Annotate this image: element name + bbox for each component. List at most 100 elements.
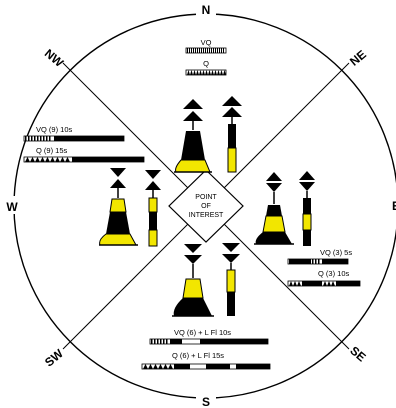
light-flash-mark: [205, 48, 206, 53]
light-flash-mark: [154, 339, 156, 344]
light-flash-mark: [60, 157, 65, 162]
east-cardinal-spar-icon: [302, 198, 312, 246]
light-flash-mark: [151, 339, 153, 344]
light-flash-mark: [143, 364, 148, 369]
south-light-label-b: Q (6) + L Fl 15s: [172, 351, 224, 360]
west-cardinal-group: VQ (9) 10s Q (9) 15s: [23, 125, 161, 247]
compass-label-ne: NE: [347, 47, 369, 68]
light-flash-mark: [211, 48, 212, 53]
south-light-rhythm-a: [149, 338, 269, 345]
light-flash-mark: [327, 281, 331, 286]
compass-label-se: SE: [347, 343, 368, 364]
north-cardinal-buoy-icon: [174, 131, 212, 173]
light-flash-mark: [28, 136, 30, 141]
light-flash-mark: [221, 48, 222, 53]
light-flash-mark: [331, 281, 335, 286]
north-cardinal-spar-icon: [227, 124, 237, 173]
light-flash-mark: [211, 70, 214, 75]
south-light-label-a: VQ (6) + L Fl 10s: [174, 328, 231, 337]
light-flash-mark: [315, 259, 317, 264]
light-flash-mark: [203, 48, 204, 53]
light-flash-mark: [196, 70, 199, 75]
point-of-interest-diamond: [168, 169, 244, 243]
light-flash-mark: [34, 136, 36, 141]
light-flash-mark: [50, 157, 55, 162]
east-light-label-a: VQ (3) 5s: [320, 248, 352, 257]
light-flash-mark: [35, 157, 40, 162]
light-flash-mark: [312, 259, 314, 264]
light-flash-mark: [190, 70, 193, 75]
light-flash-mark: [45, 157, 50, 162]
light-eclipse-bar: [322, 259, 348, 264]
light-eclipse-bar: [206, 364, 230, 369]
compass-label-s: S: [202, 395, 210, 408]
light-eclipse-bar: [54, 136, 124, 141]
north-light-label-a: VQ: [201, 38, 212, 47]
south-cardinal-buoy-icon: [172, 278, 214, 317]
light-flash-mark: [46, 136, 48, 141]
west-topmark-hourglass-icon: [110, 168, 126, 198]
light-eclipse-bar: [170, 339, 182, 344]
light-flash-mark: [223, 70, 226, 75]
east-cardinal-buoy-icon: [254, 205, 294, 245]
light-flash-mark: [293, 281, 297, 286]
light-flash-mark: [160, 339, 162, 344]
west-cardinal-spar-icon: [148, 197, 158, 247]
light-flash-mark: [223, 48, 224, 53]
compass-label-w: W: [6, 200, 18, 214]
light-flash-mark: [193, 70, 196, 75]
light-flash-mark: [55, 157, 60, 162]
poi-label-line1: POINT: [195, 194, 217, 201]
light-flash-mark: [157, 339, 159, 344]
light-flash-mark: [191, 48, 192, 53]
light-flash-mark: [215, 48, 216, 53]
light-flash-mark: [195, 48, 196, 53]
light-flash-mark: [189, 48, 190, 53]
compass-label-nw: NW: [42, 46, 67, 70]
light-flash-mark: [297, 281, 301, 286]
light-eclipse-bar: [174, 364, 190, 369]
south-topmark-cones-down-icon: [184, 244, 202, 278]
compass-label-e: E: [392, 199, 396, 213]
light-flash-mark: [163, 364, 168, 369]
north-cardinal-group: VQ Q: [174, 38, 242, 173]
south-spar-topmark-icon: [222, 243, 240, 270]
light-flash-mark: [201, 48, 202, 53]
light-eclipse-bar: [302, 281, 322, 286]
light-flash-mark: [199, 70, 202, 75]
light-flash-mark: [166, 339, 168, 344]
south-light-rhythm-b: [141, 363, 271, 370]
north-light-rhythm-b: [185, 69, 227, 76]
light-flash-mark: [219, 48, 220, 53]
light-flash-mark: [25, 136, 27, 141]
west-light-rhythm-a: [23, 135, 125, 142]
light-flash-mark: [205, 70, 208, 75]
light-flash-mark: [202, 70, 205, 75]
light-flash-mark: [217, 70, 220, 75]
compass-label-sw: SW: [42, 346, 66, 370]
west-cardinal-buoy-icon: [99, 198, 138, 246]
south-cardinal-group: VQ (6) + L Fl 10s Q (6) + L Fl 15s: [141, 243, 271, 370]
west-spar-topmark-icon: [145, 170, 161, 198]
light-flash-mark: [43, 136, 45, 141]
east-light-label-b: Q (3) 10s: [318, 269, 350, 278]
light-flash-mark: [163, 339, 165, 344]
light-flash-mark: [31, 136, 33, 141]
north-spar-topmark-icon: [222, 96, 242, 124]
light-flash-mark: [187, 70, 190, 75]
east-light-rhythm-b: [287, 280, 361, 287]
light-flash-mark: [199, 48, 200, 53]
light-eclipse-bar: [72, 157, 144, 162]
light-flash-mark: [323, 281, 327, 286]
light-flash-mark: [289, 281, 293, 286]
north-light-rhythm-a: [185, 47, 227, 54]
north-topmark-cones-up-icon: [183, 99, 203, 130]
east-light-rhythm-a: [287, 258, 349, 265]
light-flash-mark: [49, 136, 51, 141]
light-flash-mark: [40, 136, 42, 141]
south-cardinal-spar-icon: [226, 269, 236, 316]
light-eclipse-bar: [336, 281, 360, 286]
light-eclipse-bar: [236, 364, 270, 369]
